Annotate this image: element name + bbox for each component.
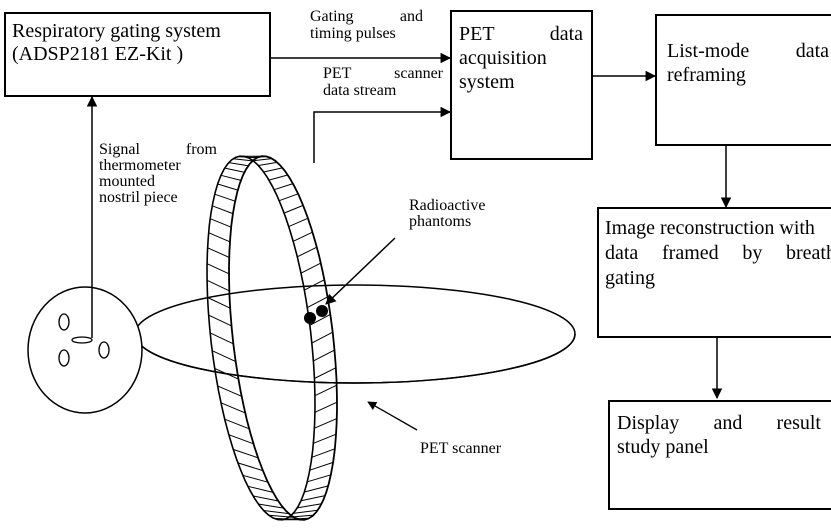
scanner-hatch-line <box>228 434 254 445</box>
scanner-hatch-line <box>307 296 328 309</box>
scanner-hatch-line <box>279 193 299 202</box>
pet-scanner-label: PET scanner <box>420 440 502 457</box>
scanner-hatch-line <box>253 495 279 502</box>
face-illustration <box>27 286 143 414</box>
display-line2: study panel <box>617 436 709 458</box>
scanner-hatch-line <box>283 204 304 214</box>
scanner-hatch-line <box>224 167 245 173</box>
phantoms-label-line1: Radioactive <box>409 197 486 214</box>
respiratory-gating-box: Respiratory gating system (ADSP2181 EZ-K… <box>4 12 271 97</box>
scanner-hatch-line <box>300 495 326 502</box>
scanner-hatch-line <box>268 174 288 181</box>
eye-right-icon <box>98 341 110 359</box>
scanner-hatch-line <box>208 314 232 327</box>
phantom-dot-1 <box>304 312 316 324</box>
scanner-hatch-line <box>304 485 329 493</box>
phantoms-label-line2: phantoms <box>409 213 472 230</box>
scanner-hatch-line <box>304 279 325 291</box>
scanner-hatch-line <box>288 217 309 228</box>
scanner-hatch-line <box>273 183 294 191</box>
scanner-hatch-line <box>293 509 318 514</box>
scanner-hatch-line <box>233 448 259 459</box>
listmode-line2: reframing <box>667 64 746 86</box>
scanner-hatch-line <box>309 313 331 326</box>
scanner-hatch-line <box>247 485 274 493</box>
scanner-hatch-line <box>300 262 322 274</box>
scanner-hatch-line <box>220 174 242 181</box>
scanner-hatch-line <box>208 232 231 243</box>
pet-acq-line2: acquisition <box>459 47 547 69</box>
signal-label-line3: mounted <box>99 173 155 190</box>
gating-box-line1: Respiratory gating system <box>12 20 221 42</box>
scanner-hatch-line <box>206 279 230 292</box>
scanner-hatch-line <box>258 503 284 509</box>
scanner-hatch-line <box>210 218 232 228</box>
scanner-hatch-line <box>207 247 230 258</box>
scanner-hatch-line <box>217 385 242 397</box>
scanner-hatch-line <box>220 402 246 414</box>
pet-scanner-ring <box>206 155 338 521</box>
eye-left-icon <box>58 313 70 331</box>
arrow-phantoms-pointer <box>325 237 396 305</box>
scanner-hatch-line <box>263 510 289 515</box>
scanner-hatch-line <box>314 401 338 413</box>
scanner-hatch-line <box>228 162 249 167</box>
scanner-hatch-line <box>314 418 337 429</box>
scanner-hatch-line <box>211 350 236 363</box>
scanner-hatch-line <box>253 158 272 162</box>
scanner-hatch-line <box>314 367 337 379</box>
scanner-hatch-line <box>313 433 337 444</box>
scanner-hatch-line <box>206 263 230 275</box>
scanner-hatch-line <box>263 167 283 173</box>
signal-label-line2: thermometer <box>99 157 181 174</box>
scanner-plane-front-rim <box>134 333 576 384</box>
recon-line3: gating <box>605 267 655 289</box>
pet-acq-line3: system <box>459 71 515 93</box>
scanner-hatch-line <box>217 183 238 191</box>
signal-label-line4: nostril piece <box>99 189 178 206</box>
scanner-hatch-line <box>297 246 318 258</box>
scanner-hatch-line <box>214 193 236 202</box>
scanner-hatch-line <box>258 161 278 166</box>
arrow-scanner-pointer <box>367 401 418 431</box>
scanner-hatch-line <box>311 331 333 344</box>
scanner-hatch-line <box>212 205 234 215</box>
scanner-hatch-line <box>207 297 231 309</box>
scanner-hatch-line <box>313 349 335 362</box>
scanner-hatch-line <box>307 474 332 483</box>
scanner-hatch-line <box>292 231 313 242</box>
data-stream-label-line2: data stream <box>323 82 397 99</box>
arrow-scanner-datastream <box>313 106 452 163</box>
scanner-hatch-line <box>209 332 234 345</box>
scanner-hatch-line <box>237 462 264 472</box>
scanner-hatch-line <box>233 158 253 162</box>
scanner-hatch-line <box>297 503 322 509</box>
mouth-icon <box>58 349 70 367</box>
scanner-hatch-line <box>309 461 334 471</box>
phantom-dot-2 <box>316 305 328 317</box>
gating-box-line2: (ADSP2181 EZ-Kit ) <box>12 43 184 65</box>
scanner-hatch-line <box>311 448 335 458</box>
recon-line1: Image reconstruction with <box>605 217 815 239</box>
scanner-hatch-line <box>224 418 250 430</box>
nostril-piece-icon <box>71 336 93 344</box>
scanner-hatch-line <box>242 474 269 483</box>
gating-pulses-label-line2: timing pulses <box>310 25 396 42</box>
scanner-hatch-line <box>314 384 337 397</box>
